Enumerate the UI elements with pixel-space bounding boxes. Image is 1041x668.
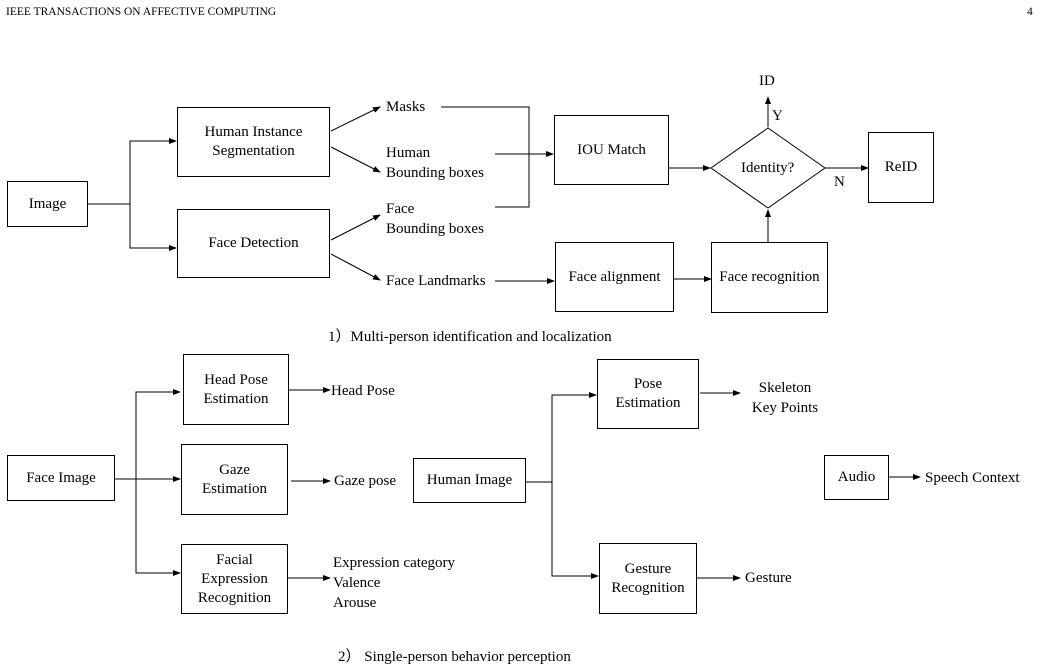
line-masks-to-iou (441, 106, 530, 208)
arrow-human-image-to-gesture (551, 482, 599, 579)
face-detection-box: Face Detection (177, 209, 330, 278)
arrow-human-image-branch (526, 392, 597, 483)
arrow-seg-to-human-bboxes (330, 146, 381, 173)
gesture-recognition-box: Gesture Recognition (599, 543, 697, 614)
arrow-face-image-branch (115, 389, 181, 480)
skeleton-keypoints-label: Skeleton Key Points (751, 380, 819, 416)
face-bounding-boxes-label: Face Bounding boxes (386, 201, 484, 237)
expression-outputs-label: Expression category Valence Arouse (333, 555, 456, 611)
face-alignment-box: Face alignment (555, 242, 674, 312)
human-image-node: Human Image (413, 458, 526, 503)
reid-box: ReID (868, 132, 934, 203)
human-instance-segmentation-box: Human Instance Segmentation (177, 107, 330, 177)
iou-match-box: IOU Match (554, 115, 669, 185)
caption-part2: 2） Single-person behavior perception (338, 649, 571, 665)
arrow-fd-to-face-bboxes (330, 214, 381, 241)
arrow-image-to-face-detection (129, 204, 177, 251)
gaze-pose-label: Gaze pose (334, 473, 397, 489)
face-recognition-box: Face recognition (711, 242, 828, 313)
facial-expression-recognition-box: Facial Expression Recognition (181, 544, 288, 614)
identity-decision-diamond (710, 127, 826, 209)
audio-node: Audio (824, 455, 889, 500)
journal-header: IEEE TRANSACTIONS ON AFFECTIVE COMPUTING (6, 6, 277, 18)
arrow-face-image-to-fer (135, 479, 181, 576)
head-pose-estimation-box: Head Pose Estimation (183, 354, 289, 425)
gaze-estimation-box: Gaze Estimation (181, 444, 288, 515)
masks-label: Masks (386, 99, 426, 115)
image-node: Image (7, 181, 88, 227)
id-label: ID (759, 73, 775, 89)
arrow-fd-to-landmarks (330, 253, 381, 281)
no-label: N (834, 174, 845, 190)
yes-label: Y (772, 108, 783, 124)
speech-context-label: Speech Context (925, 470, 1020, 486)
page-number: 4 (1027, 6, 1033, 18)
head-pose-label: Head Pose (331, 383, 395, 399)
human-bounding-boxes-label: Human Bounding boxes (386, 145, 484, 181)
face-landmarks-label: Face Landmarks (386, 273, 486, 289)
arrow-image-branch (88, 138, 177, 205)
caption-part1: 1）Multi-person identification and locali… (328, 329, 612, 345)
pose-estimation-box: Pose Estimation (597, 359, 699, 429)
identity-decision-label: Identity? (741, 160, 795, 176)
gesture-label: Gesture (745, 570, 792, 586)
face-image-node: Face Image (7, 455, 115, 501)
arrow-seg-to-masks (330, 106, 381, 132)
